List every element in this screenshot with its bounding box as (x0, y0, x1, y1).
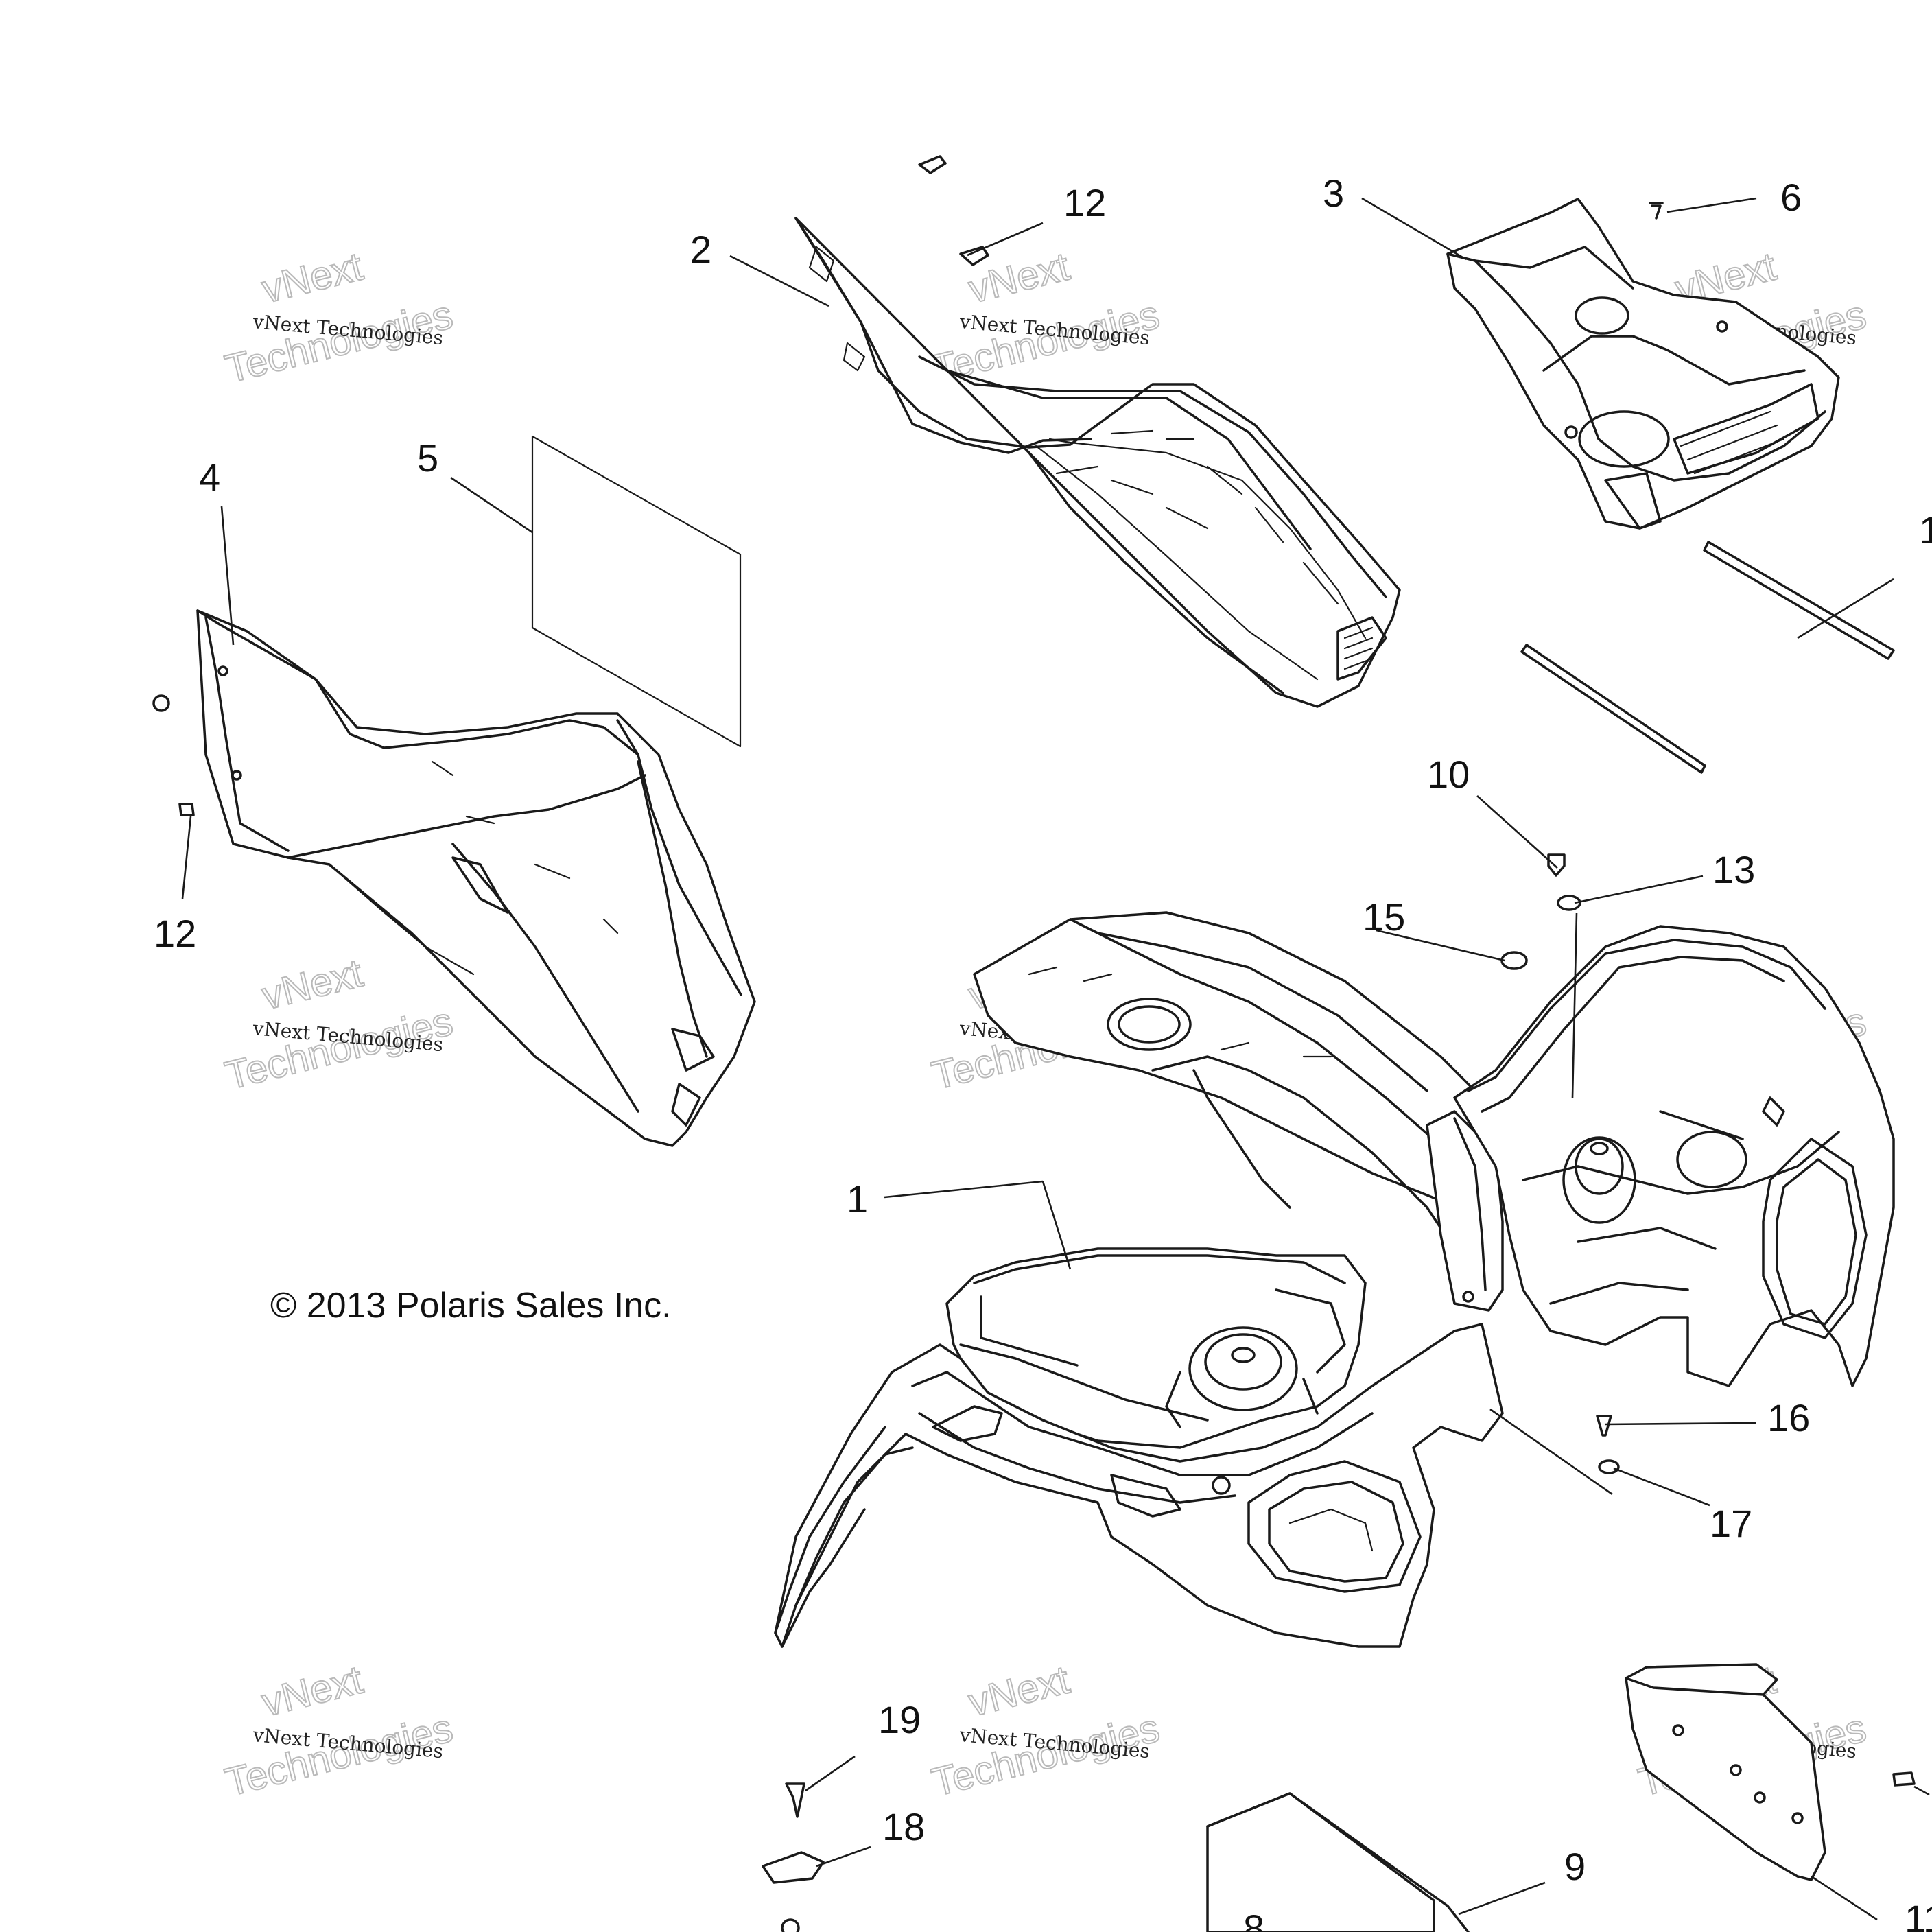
watermark-text: vNext (257, 951, 367, 1019)
fasteners (152, 155, 1916, 1932)
callout-15: 15 (1363, 895, 1405, 939)
copyright-notice: © 2013 Polaris Sales Inc. (270, 1286, 672, 1326)
callout-3: 3 (1323, 172, 1344, 215)
fastener-12-left (152, 694, 195, 816)
watermark-text: vNext (257, 244, 367, 312)
callout-13: 13 (1712, 848, 1755, 891)
screw-19 (785, 1782, 805, 1818)
watermark-bottom-center: vNext Technologies (927, 1657, 1164, 1806)
fastener-bottom (781, 1918, 800, 1932)
callout-2: 2 (690, 228, 711, 271)
part-4-side-panel-left (196, 609, 756, 1147)
callout-19: 19 (878, 1698, 921, 1741)
washer-17 (1598, 1459, 1620, 1474)
callout-4: 4 (199, 456, 220, 499)
fastener-12-top (918, 155, 989, 266)
watermark-mid-left: vNext Technologies (220, 950, 458, 1099)
part-2-side-panel-upper (794, 217, 1401, 708)
watermark-bottom-left: vNext Technologies (220, 1657, 458, 1806)
callout-17: 17 (1710, 1502, 1752, 1545)
fastener-6 (1649, 202, 1664, 220)
watermark-text: vNext (964, 1658, 1074, 1725)
callout-5: 5 (417, 436, 438, 480)
part-11-bracket (1625, 1663, 1826, 1881)
fastener-10 (1547, 853, 1566, 877)
part-3-front-bracket (1446, 198, 1840, 530)
part-5-decal (531, 435, 742, 748)
fastener-right-edge (1892, 1771, 1916, 1787)
rod-parts (1520, 541, 1895, 774)
callout-12-top: 12 (1063, 181, 1106, 224)
part-9-bracket (1206, 1792, 1470, 1932)
washer-13 (1557, 895, 1581, 911)
callout-6: 6 (1780, 176, 1802, 219)
clip-15 (1500, 951, 1528, 970)
callout-12-left: 12 (154, 912, 196, 955)
watermark-top-left: vNext Technologies (220, 244, 458, 392)
watermark-text: vNext (257, 1658, 367, 1725)
part-1-front-fender (774, 911, 1895, 1648)
leader-lines (181, 197, 1930, 1921)
grommet-18 (762, 1851, 825, 1884)
watermark-text: vNext (964, 244, 1074, 312)
callout-11: 11 (1905, 1897, 1932, 1932)
callout-10: 10 (1427, 753, 1470, 796)
watermark-top-center: vNext Technologies (927, 244, 1164, 392)
screw-16 (1596, 1415, 1612, 1437)
callout-1: 1 (847, 1177, 868, 1221)
callouts: 2 12 3 6 4 5 12 10 13 15 1 16 17 19 18 9… (154, 172, 1932, 1932)
callout-edge-right: 1 (1919, 508, 1932, 552)
callout-18: 18 (882, 1805, 925, 1848)
callout-edge-bottom: 8 (1243, 1907, 1264, 1932)
callout-9: 9 (1564, 1845, 1586, 1888)
callout-16: 16 (1767, 1396, 1810, 1439)
